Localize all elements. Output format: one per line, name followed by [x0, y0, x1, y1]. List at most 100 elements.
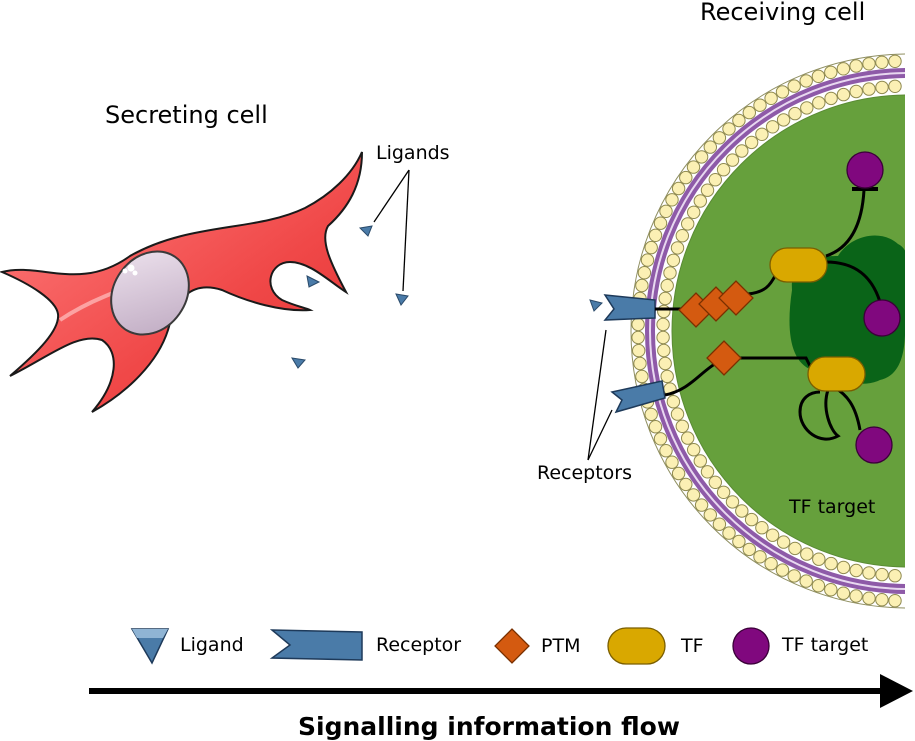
- lipid-head: [799, 74, 813, 88]
- tf-icon: [607, 627, 666, 665]
- lipid-head: [722, 526, 736, 540]
- ligand-icon: [291, 357, 306, 369]
- lipid-head: [657, 343, 671, 358]
- lipid-head: [742, 105, 756, 120]
- secreting-cell-label: Secreting cell: [105, 101, 268, 129]
- lipid-head: [658, 291, 672, 306]
- lipid-head: [679, 170, 693, 185]
- lipid-head: [644, 407, 658, 422]
- receptors-label: Receptors: [537, 462, 632, 484]
- lipid-head: [637, 266, 652, 280]
- lipid-head: [659, 444, 673, 458]
- tf-target-top: [846, 151, 884, 189]
- legend-item-tf-target: TF target: [732, 627, 868, 665]
- tf-target-icon: [732, 627, 770, 665]
- lipid-head: [686, 160, 701, 174]
- lipid-head: [653, 216, 668, 230]
- lipid-head: [799, 574, 813, 588]
- lipid-head: [648, 228, 663, 243]
- lipid-head: [632, 343, 646, 358]
- lipid-head: [670, 407, 685, 421]
- lipid-head: [681, 431, 695, 445]
- lipid-head: [675, 419, 689, 433]
- lipid-head: [708, 173, 722, 187]
- lipid-head: [888, 54, 902, 68]
- secreting-cell: [0, 151, 363, 413]
- lipid-head: [875, 80, 889, 95]
- lipid-head: [716, 485, 731, 499]
- lipid-head: [776, 113, 791, 127]
- lipid-head: [735, 504, 749, 518]
- lipid-head: [660, 278, 674, 293]
- lipid-head: [888, 594, 902, 608]
- lipid-head: [663, 266, 677, 280]
- lipid-head: [836, 586, 851, 600]
- lipid-head: [824, 583, 838, 597]
- lipid-head: [703, 508, 717, 522]
- lipid-head: [659, 204, 673, 219]
- tf-target-label: TF target: [788, 496, 875, 518]
- lipid-head: [862, 591, 876, 605]
- lipid-head: [742, 542, 756, 557]
- lipid-heads-outer: [631, 54, 902, 608]
- lipid-head: [849, 84, 863, 99]
- lipid-head: [693, 194, 707, 208]
- lipid-head: [665, 455, 679, 469]
- lipid-head: [849, 589, 863, 603]
- receiving-cell-label: Receiving cell: [700, 0, 865, 26]
- lipid-head: [693, 454, 707, 468]
- lipid-head: [666, 395, 681, 409]
- lipid-head: [764, 91, 778, 106]
- lipid-head: [744, 512, 759, 527]
- lipid-head: [765, 120, 780, 134]
- lipid-head: [862, 57, 876, 71]
- arrow-head-icon: [880, 674, 913, 708]
- lipid-head: [800, 101, 814, 115]
- lipid-head: [824, 91, 838, 106]
- ligand-icon: [306, 275, 321, 288]
- nucleolus-dot: [132, 270, 138, 276]
- lipid-head: [875, 567, 889, 582]
- lipid-head: [700, 183, 715, 197]
- lipid-head: [732, 534, 746, 549]
- lipid-head: [694, 150, 709, 164]
- lipid-head: [888, 79, 902, 94]
- legend-tf-target-label: TF target: [781, 634, 868, 656]
- ligands-group: [291, 225, 603, 369]
- receptor-icon: [269, 629, 363, 661]
- lipid-head: [875, 55, 889, 69]
- lipid-head: [644, 240, 658, 255]
- legend-receptor-label: Receptor: [376, 634, 461, 656]
- lipid-head: [753, 550, 767, 564]
- lipid-head: [653, 432, 668, 446]
- lipid-head: [811, 69, 826, 84]
- ptm-icon: [494, 628, 530, 664]
- tf-top: [769, 247, 828, 283]
- lipid-head: [687, 205, 701, 220]
- lipid-head: [753, 98, 767, 112]
- tf-target-middle: [863, 299, 901, 337]
- nucleolus-dot: [122, 268, 128, 274]
- lipid-head: [656, 330, 670, 345]
- legend-item-receptor: Receptor: [269, 629, 461, 661]
- legend-ptm-label: PTM: [541, 635, 580, 657]
- legend-ligand-label: Ligand: [180, 634, 244, 656]
- legend-tf-label: TF: [680, 635, 704, 657]
- lipid-head: [755, 127, 769, 142]
- receiving-cell: [630, 53, 905, 609]
- lipid-head: [631, 317, 645, 332]
- lipid-head: [764, 557, 778, 571]
- lipid-head: [875, 593, 889, 607]
- lipid-head: [811, 579, 826, 593]
- signalling-flow-arrow: [89, 674, 913, 708]
- lipid-head: [722, 122, 736, 136]
- lipid-head: [775, 85, 790, 99]
- lipid-head: [635, 369, 649, 384]
- lipid-head: [735, 144, 749, 158]
- lipid-head: [787, 569, 801, 583]
- lipid-head: [671, 466, 686, 481]
- lipid-head: [812, 552, 826, 566]
- legend-item-ptm: PTM: [494, 628, 580, 664]
- lipid-head: [671, 181, 686, 196]
- lipid-head: [787, 79, 801, 93]
